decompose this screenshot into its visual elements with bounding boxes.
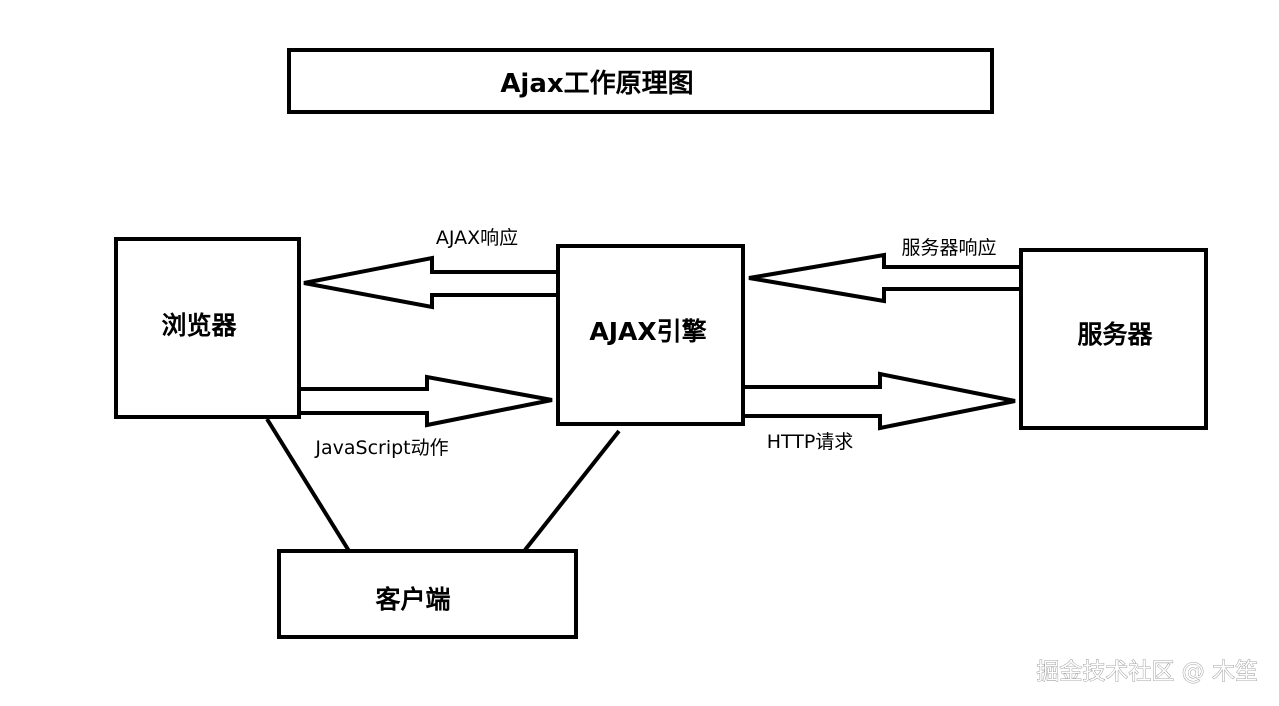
ajax-response-arrow xyxy=(303,255,556,310)
engine-node: AJAX引擎 xyxy=(556,244,745,426)
javascript-action-label: JavaScript动作 xyxy=(314,437,448,459)
javascript-action-arrow xyxy=(301,374,553,428)
server-node: 服务器 xyxy=(1019,248,1208,430)
http-request-label: HTTP请求 xyxy=(767,431,854,453)
client-label: 客户端 xyxy=(375,585,450,614)
browser-label: 浏览器 xyxy=(161,311,237,340)
title-box: Ajax工作原理图 xyxy=(287,48,994,114)
client-node: 客户端 xyxy=(277,549,578,639)
server-label: 服务器 xyxy=(1077,320,1153,349)
server-response-arrow xyxy=(748,252,1019,304)
engine-label: AJAX引擎 xyxy=(589,317,706,346)
engine-client-line xyxy=(523,429,621,552)
http-request-arrow xyxy=(745,371,1016,431)
server-response-label: 服务器响应 xyxy=(901,237,996,259)
browser-client-line xyxy=(265,417,351,553)
diagram-title: Ajax工作原理图 xyxy=(500,69,693,99)
browser-node: 浏览器 xyxy=(114,237,301,419)
watermark: 掘金技术社区 @ 木笙 xyxy=(1036,659,1258,685)
ajax-response-label: AJAX响应 xyxy=(436,227,518,249)
